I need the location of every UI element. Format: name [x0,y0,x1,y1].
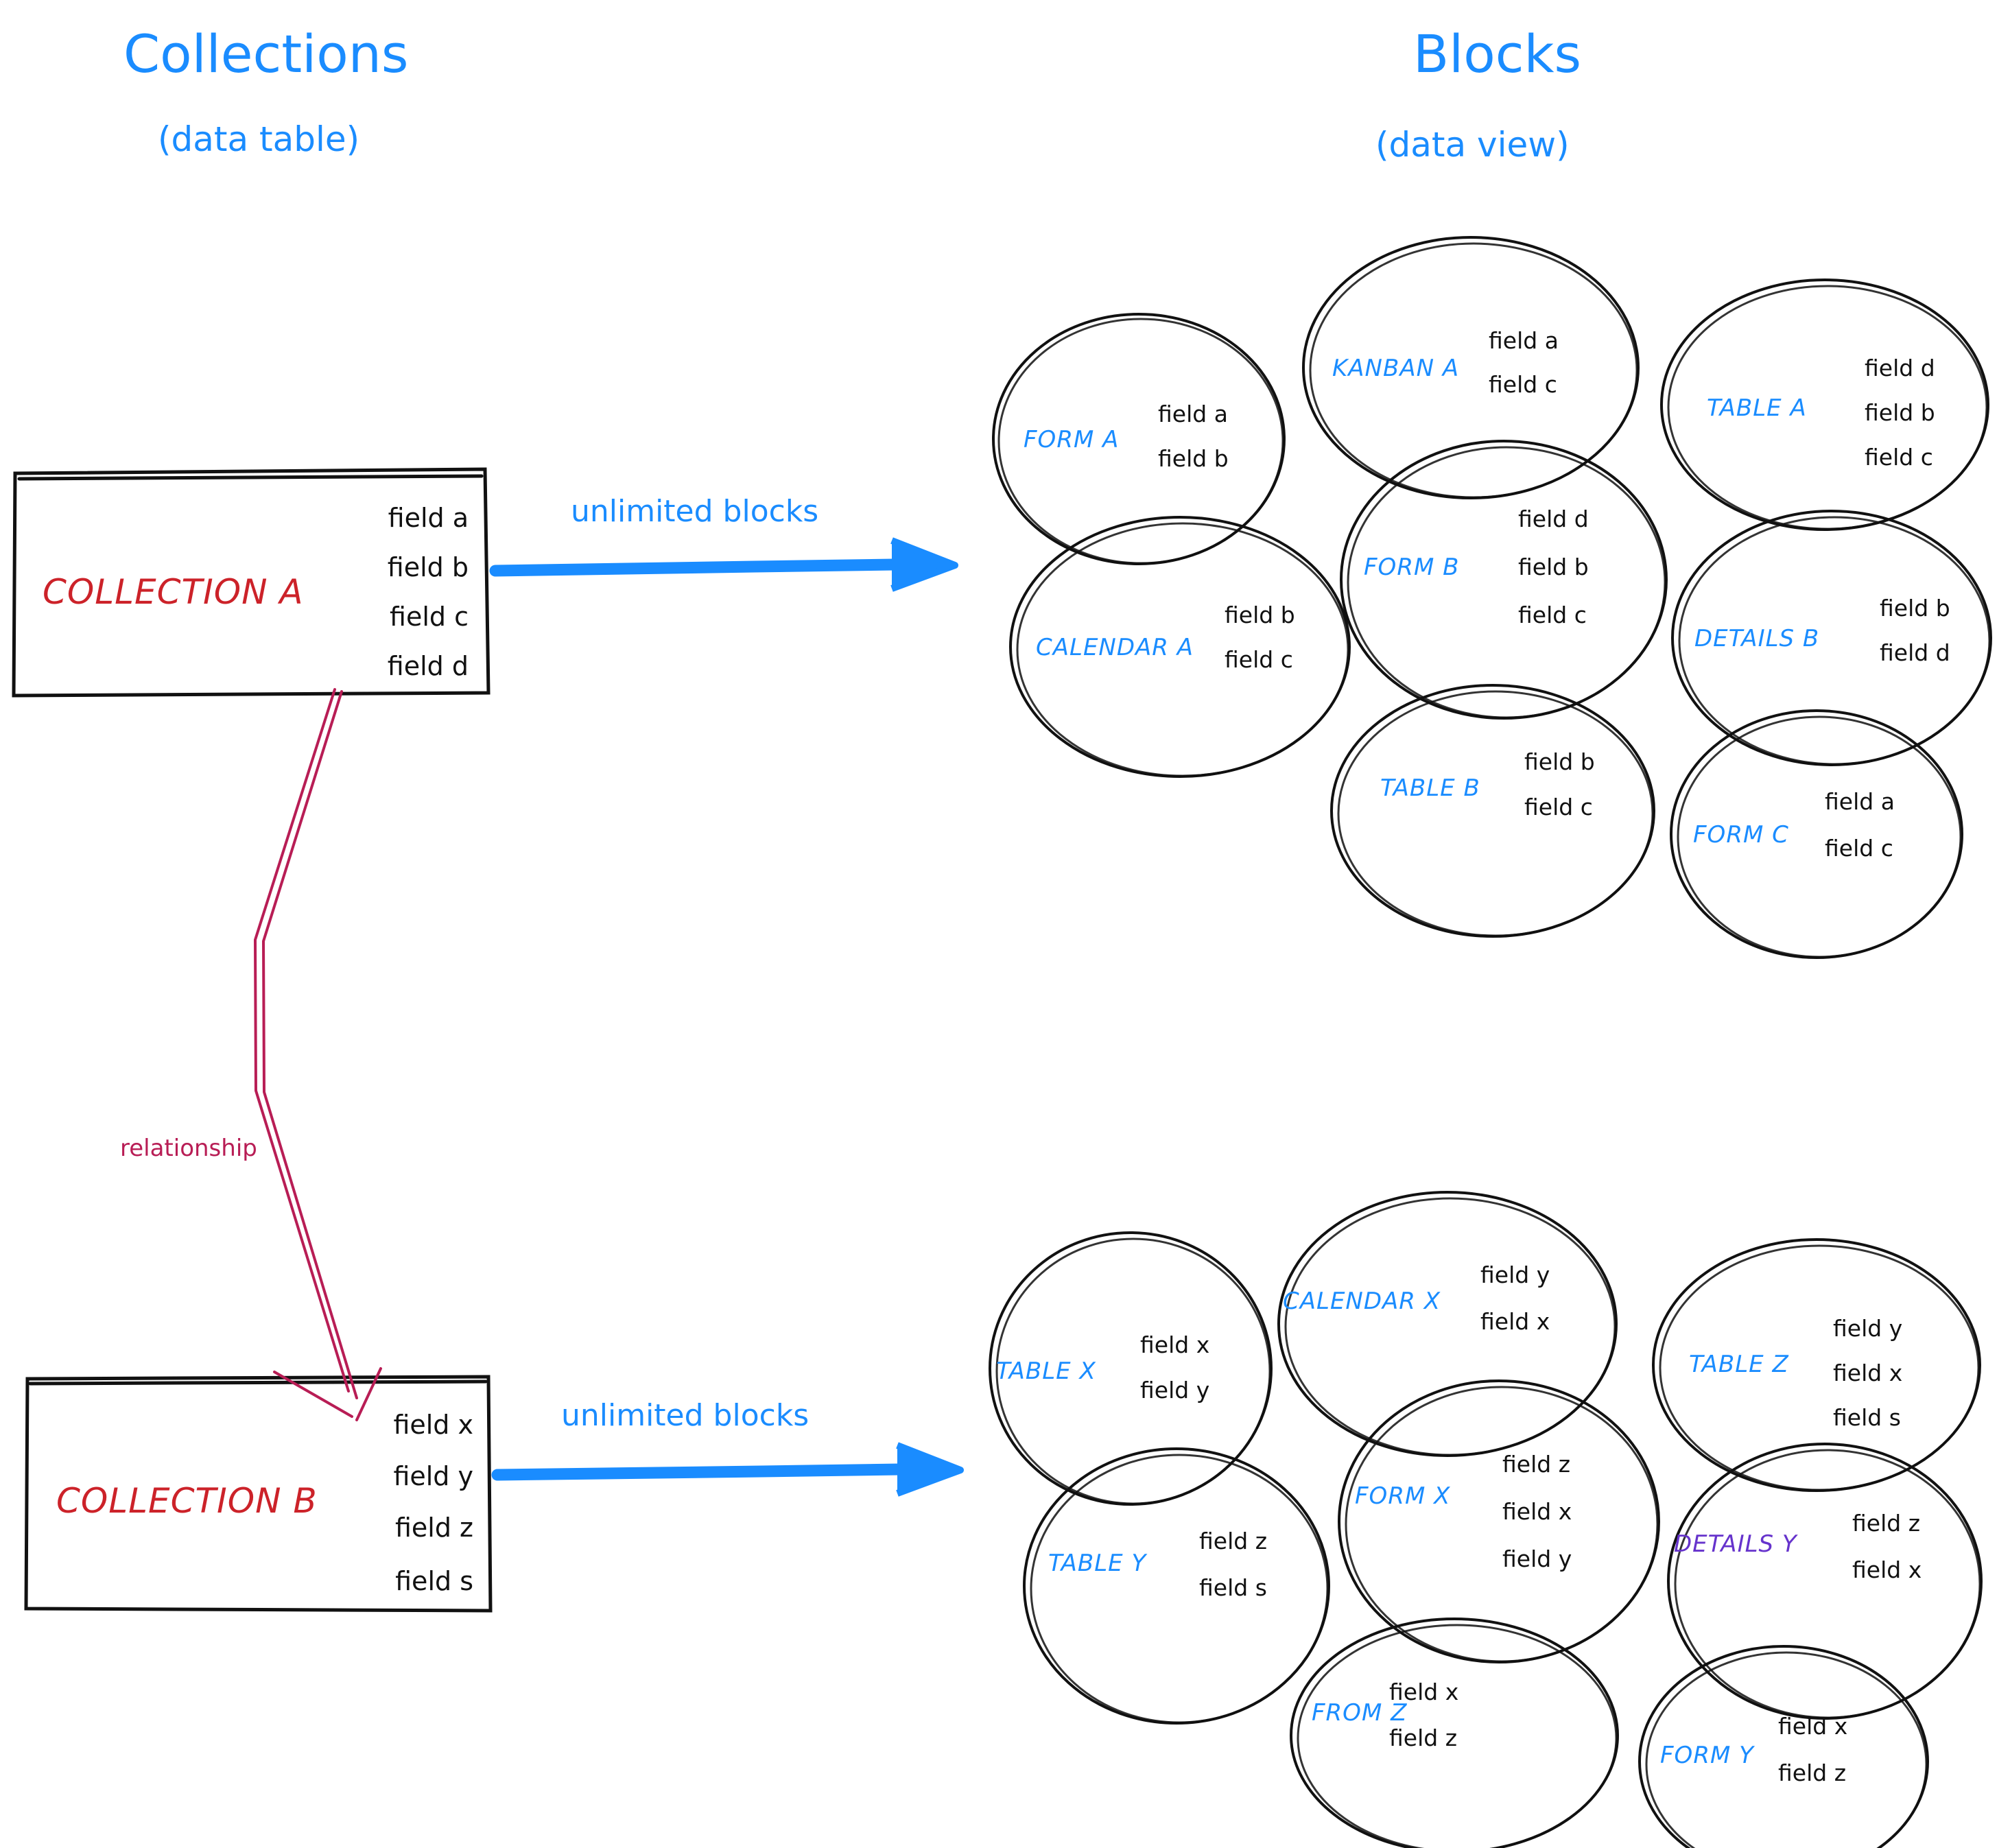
block-table-a-field-1: field b [1865,399,1935,426]
block-table-x-name: TABLE X [996,1358,1096,1385]
block-calendar-a-field-0: field b [1225,602,1295,628]
block-calendar-x-name: CALENDAR X [1283,1288,1441,1315]
block-form-b-field-1: field b [1518,554,1589,580]
block-form-a-field-0: field a [1158,401,1228,427]
page-subtitle-collections: (data table) [158,119,359,159]
page-title-collections: Collections [123,23,409,84]
block-form-c-name: FORM C [1693,821,1789,849]
block-from-z-field-0: field x [1389,1679,1458,1705]
block-details-y-field-0: field z [1852,1510,1920,1537]
block-details-b-field-0: field b [1880,595,1950,621]
block-form-c-field-1: field c [1825,835,1893,862]
block-from-z-field-1: field z [1389,1725,1457,1751]
collection-b-field-2: field z [395,1513,473,1543]
block-kanban-a-field-1: field c [1489,371,1557,398]
collection-b-name: COLLECTION B [56,1481,318,1521]
block-table-z-field-0: field y [1833,1315,1902,1342]
block-calendar-x-field-0: field y [1480,1261,1550,1288]
block-table-b-field-0: field b [1524,748,1595,775]
block-table-b[interactable]: TABLE B field b field c [1330,684,1655,938]
block-kanban-a-name: KANBAN A [1332,355,1459,382]
collection-b-box[interactable]: COLLECTION B field x field y field z fie… [24,1375,493,1613]
block-form-a-field-1: field b [1158,445,1229,472]
relationship-connector: relationship [120,688,382,1421]
block-form-y-field-1: field z [1778,1760,1846,1786]
block-details-b[interactable]: DETAILS B field b field d [1671,510,1992,766]
block-table-x-field-1: field y [1140,1377,1209,1403]
block-table-z-field-2: field s [1833,1404,1901,1431]
collection-a-field-3: field d [388,651,469,681]
block-table-b-name: TABLE B [1380,774,1480,802]
block-form-b-field-2: field c [1518,602,1587,628]
block-form-y-field-0: field x [1778,1713,1847,1740]
block-from-z[interactable]: FROM Z field x field z [1290,1618,1619,1848]
page-title-blocks: Blocks [1413,23,1581,84]
block-calendar-a[interactable]: CALENDAR A field b field c [1009,516,1351,778]
block-details-y[interactable]: DETAILS Y field z field x [1667,1443,1983,1720]
unlimited-blocks-label-b: unlimited blocks [561,1398,809,1433]
block-form-a[interactable]: FORM A field a field b [992,313,1286,565]
block-table-a-name: TABLE A [1707,394,1807,422]
page-subtitle-blocks: (data view) [1375,125,1570,165]
collection-a-field-2: field c [390,602,469,632]
block-kanban-a-field-0: field a [1489,327,1559,354]
collection-a-field-1: field b [388,552,469,582]
block-form-c[interactable]: FORM C field a field c [1670,709,1963,959]
block-form-a-name: FORM A [1024,426,1119,453]
block-form-x-field-0: field z [1502,1451,1570,1478]
collection-a-field-0: field a [388,503,469,533]
block-form-c-field-0: field a [1825,788,1895,815]
block-table-y-field-0: field z [1199,1528,1267,1554]
block-details-y-field-1: field x [1852,1556,1922,1583]
relationship-label: relationship [120,1135,257,1162]
unlimited-blocks-label-a: unlimited blocks [571,494,818,529]
block-calendar-x-field-1: field x [1480,1308,1550,1335]
block-form-y-name: FORM Y [1660,1742,1755,1769]
block-kanban-a[interactable]: KANBAN A field a field c [1302,236,1640,499]
block-table-x[interactable]: TABLE X field x field y [989,1231,1273,1506]
block-table-z-name: TABLE Z [1689,1351,1789,1378]
block-table-z[interactable]: TABLE Z field y field x field s [1652,1238,1981,1492]
block-form-y[interactable]: FORM Y field x field z [1638,1645,1929,1848]
block-details-y-name: DETAILS Y [1674,1530,1798,1558]
block-table-y-name: TABLE Y [1048,1550,1147,1577]
block-table-x-field-0: field x [1140,1331,1209,1358]
collection-b-field-3: field s [395,1566,473,1596]
collection-a-name: COLLECTION A [43,572,304,612]
block-form-x-name: FORM X [1355,1482,1450,1510]
block-form-b-name: FORM B [1364,554,1459,581]
block-table-a[interactable]: TABLE A field d field b field c [1660,279,1989,531]
block-table-a-field-2: field c [1865,444,1933,471]
block-table-y[interactable]: TABLE Y field z field s [1023,1447,1330,1725]
block-from-z-name: FROM Z [1312,1699,1407,1727]
block-table-y-field-1: field s [1199,1574,1267,1601]
unlimited-blocks-arrow-b: unlimited blocks [491,1398,964,1497]
block-form-b[interactable]: FORM B field d field b field c [1340,440,1668,720]
unlimited-blocks-arrow-a: unlimited blocks [489,494,958,592]
collection-b-field-1: field y [393,1461,473,1491]
block-details-b-name: DETAILS B [1694,625,1819,652]
block-table-b-field-1: field c [1524,794,1593,820]
block-table-z-field-1: field x [1833,1360,1902,1386]
collection-b-field-0: field x [393,1410,473,1440]
block-form-x-field-1: field x [1502,1498,1572,1525]
block-details-b-field-1: field d [1880,639,1950,666]
block-calendar-a-field-1: field c [1225,646,1293,673]
block-form-x-field-2: field y [1502,1545,1572,1572]
block-form-x[interactable]: FORM X field z field x field y [1338,1379,1660,1663]
collection-a-box[interactable]: COLLECTION A field a field b field c fie… [12,467,490,698]
block-form-b-field-0: field d [1518,506,1589,532]
block-calendar-x[interactable]: CALENDAR X field y field x [1277,1191,1618,1457]
block-calendar-a-name: CALENDAR A [1036,634,1194,661]
block-table-a-field-0: field d [1865,355,1935,381]
